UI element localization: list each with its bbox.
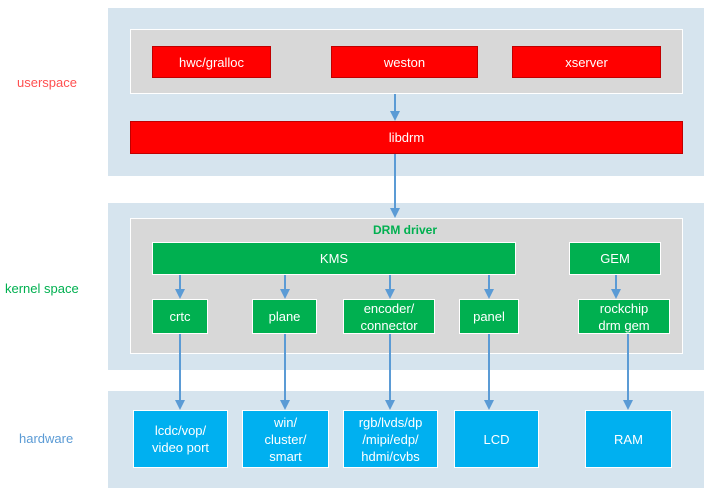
drm-driver-title: DRM driver <box>372 223 437 237</box>
libdrm-box: libdrm <box>130 121 683 154</box>
gem-box: GEM <box>569 242 661 275</box>
ram-box: RAM <box>585 410 672 468</box>
rgb-lvds-dp-box: rgb/lvds/dp /mipi/edp/ hdmi/cvbs <box>343 410 438 468</box>
win-cluster-smart-box: win/ cluster/ smart <box>242 410 329 468</box>
hwc-gralloc-box: hwc/gralloc <box>152 46 271 78</box>
lcdc-vop-box: lcdc/vop/ video port <box>133 410 228 468</box>
plane-box: plane <box>252 299 317 334</box>
kernel-space-label: kernel space <box>5 281 79 296</box>
kms-box: KMS <box>152 242 516 275</box>
panel-box: panel <box>459 299 519 334</box>
encoder-connector-box: encoder/ connector <box>343 299 435 334</box>
lcd-box: LCD <box>454 410 539 468</box>
rockchip-drm-gem-box: rockchip drm gem <box>578 299 670 334</box>
crtc-box: crtc <box>152 299 208 334</box>
xserver-box: xserver <box>512 46 661 78</box>
weston-box: weston <box>331 46 478 78</box>
userspace-label: userspace <box>17 75 77 90</box>
hardware-label: hardware <box>19 431 74 446</box>
